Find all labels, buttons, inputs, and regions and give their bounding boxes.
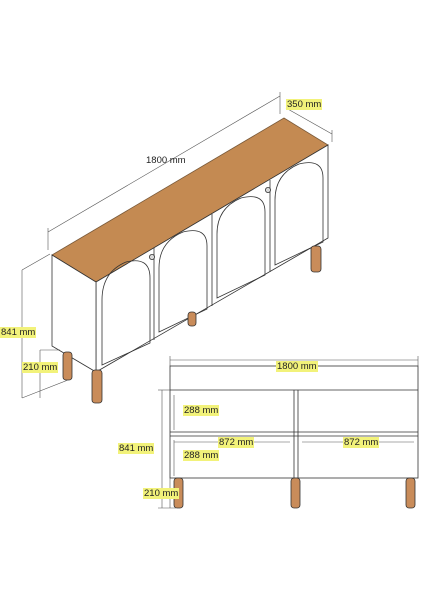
front-leg-2 xyxy=(290,477,301,509)
iso-width-label: 1800 mm xyxy=(146,155,186,166)
door-arch-4 xyxy=(274,162,324,266)
sideboard-isometric xyxy=(21,92,333,404)
front-width-label: 1800 mm xyxy=(276,361,318,372)
front-shelf-height-top-label: 288 mm xyxy=(183,405,220,416)
front-shelf-height-bottom-label: 288 mm xyxy=(183,450,220,461)
door-knob-2 xyxy=(264,186,271,193)
iso-leg-height-label: 210 mm xyxy=(22,362,59,373)
door-arch-2 xyxy=(158,230,208,333)
leg-front-left xyxy=(62,351,73,381)
front-compartment-width-right-label: 872 mm xyxy=(343,437,380,448)
front-leg-height-label: 210 mm xyxy=(143,488,180,499)
leg-front-right xyxy=(187,311,197,327)
iso-dimension-lines xyxy=(21,92,333,399)
leg-back-left xyxy=(91,369,103,404)
leg-back-right xyxy=(310,245,322,273)
front-leg-3 xyxy=(405,477,416,509)
door-arch-3 xyxy=(216,196,266,299)
door-knob-1 xyxy=(148,253,155,260)
iso-height-label: 841 mm xyxy=(0,327,37,338)
sideboard-front-view xyxy=(158,356,419,509)
door-arch-1 xyxy=(101,260,151,366)
front-compartment-width-left-label: 872 mm xyxy=(218,437,255,448)
iso-depth-label: 350 mm xyxy=(286,99,323,110)
front-height-label: 841 mm xyxy=(118,443,155,454)
